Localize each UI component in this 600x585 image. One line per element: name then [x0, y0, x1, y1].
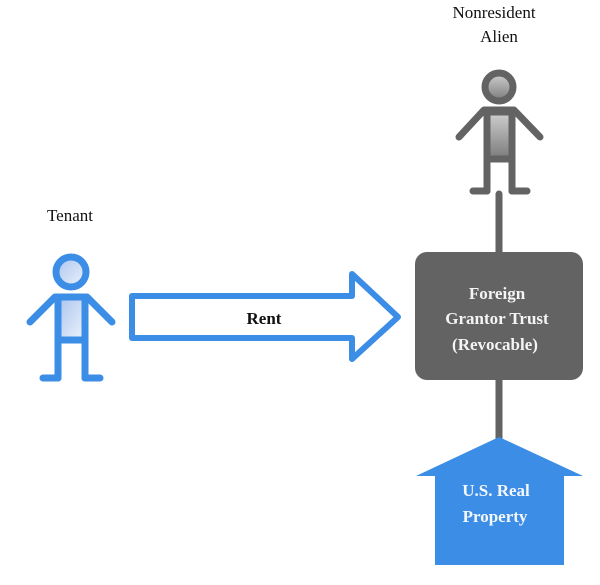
rent-label: Rent — [247, 309, 282, 328]
nonresident-person-icon — [455, 69, 544, 195]
trust-label-line2: Grantor Trust — [445, 309, 549, 328]
tenant-person-icon — [26, 253, 116, 382]
us-real-property-house-icon — [416, 437, 583, 565]
property-label-line1: U.S. Real — [462, 481, 530, 500]
property-label-line2: Property — [463, 507, 528, 526]
tenant-label: Tenant — [47, 206, 93, 225]
foreign-grantor-trust-box — [415, 252, 583, 380]
rent-arrow — [129, 271, 401, 362]
trust-label-line1: Foreign — [469, 284, 526, 303]
nonresident-label-line2: Alien — [480, 27, 518, 46]
nonresident-label-line1: Nonresident — [452, 3, 535, 22]
trust-label-line3: (Revocable) — [452, 335, 538, 354]
